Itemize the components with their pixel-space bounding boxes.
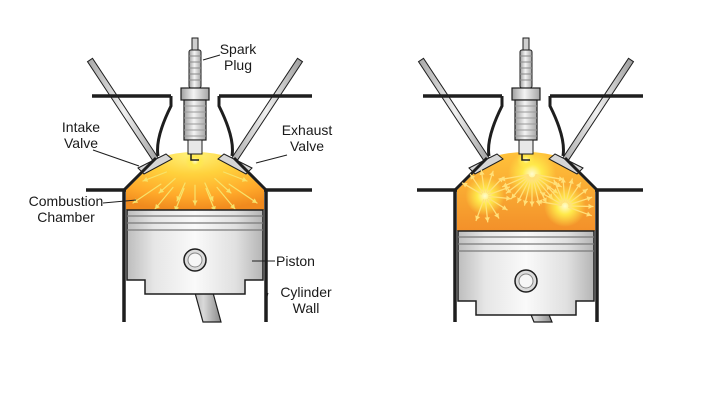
leader-line: [92, 149, 140, 167]
flame-arrow: [216, 186, 236, 210]
spark-plug-hex: [180, 87, 210, 101]
flame-arrow: [501, 174, 529, 188]
flame-arrow: [523, 177, 532, 206]
flame-arrow: [479, 169, 486, 193]
ignition-flame-arrows: [132, 151, 258, 212]
engine-left-ignition: [86, 37, 312, 323]
flame-arrow: [485, 170, 495, 193]
spark-glow: [185, 151, 205, 171]
label-intake-valve: Intake Valve: [61, 119, 101, 151]
chamber-wall-left: [122, 156, 158, 192]
flame-arrow: [539, 191, 563, 205]
flame-arrow: [176, 182, 186, 202]
label-cylinder-wall: Cylinder Wall: [280, 284, 332, 316]
flame-arrow: [469, 173, 484, 194]
spark-plug: [180, 37, 210, 161]
flame-arrow: [566, 182, 582, 204]
flame-arrow: [158, 178, 176, 194]
flame-arrow: [568, 206, 592, 217]
label-combustion-chamber: Combustion Chamber: [28, 193, 104, 225]
flame-arrow: [529, 177, 535, 207]
bottom-mask: [0, 324, 717, 400]
leader-line: [265, 292, 269, 301]
flame-arrow: [461, 182, 483, 195]
flame-arrow: [505, 175, 530, 194]
flame-arrow: [154, 186, 174, 210]
wrist-pin-inner: [187, 252, 203, 268]
flame-arrow: [484, 199, 490, 223]
intake-valve: [417, 57, 493, 166]
flame-arrow: [228, 183, 258, 204]
flame-arrow: [553, 179, 565, 203]
flame-arrow: [568, 203, 594, 210]
spark-plug-electrode: [190, 154, 199, 161]
flame-arrow: [486, 198, 500, 219]
flame-arrow: [142, 171, 167, 182]
combustion-flame-arrows: [461, 150, 594, 227]
spark-plug-hex: [511, 87, 541, 101]
head-roof-left: [156, 96, 173, 157]
wrist-pin-inner: [518, 273, 534, 289]
chamber-wall-right: [232, 156, 268, 192]
label-piston: Piston: [276, 253, 315, 269]
flame-arrow: [223, 171, 248, 182]
chamber-wall-left: [453, 156, 489, 192]
flame-arrow: [214, 178, 232, 194]
combustion-chamber-fill: [126, 152, 264, 210]
chamber-wall-right: [563, 156, 599, 192]
leader-line: [202, 54, 221, 61]
flame-arrow: [535, 174, 565, 182]
leader-line: [102, 199, 137, 204]
flame-arrow: [132, 183, 162, 204]
exhaust-valve: [559, 57, 635, 166]
spark-plug-tip: [187, 139, 203, 155]
label-exhaust-valve: Exhaust Valve: [281, 122, 333, 154]
flame-arrow: [536, 199, 562, 206]
flame-arrow: [560, 177, 566, 203]
head-roof-left: [487, 96, 504, 157]
flame-arrow: [488, 186, 511, 196]
intake-valve-stem: [417, 57, 493, 166]
exhaust-valve-stem: [559, 57, 635, 166]
head-roof-right: [217, 96, 234, 157]
flame-arrow: [567, 188, 589, 205]
flame-arrow: [204, 182, 214, 202]
flame-arrow: [488, 195, 512, 201]
piston: [126, 209, 264, 295]
flame-arrow: [510, 176, 531, 200]
flame-arrow: [475, 199, 485, 222]
flame-arrow: [487, 197, 508, 211]
piston: [457, 230, 595, 316]
flame-arrow: [545, 184, 563, 204]
flame-arrow: [192, 184, 198, 206]
spark-plug: [511, 37, 541, 161]
flame-burst-glow: [544, 185, 586, 227]
head-roof-right: [548, 96, 565, 157]
label-spark-plug: Spark Plug: [219, 41, 257, 73]
spark-plug-tip: [518, 139, 534, 155]
flame-arrow: [568, 196, 593, 206]
flame-arrow: [565, 178, 574, 203]
flame-arrow: [516, 176, 531, 204]
label-leader-lines: [92, 54, 288, 301]
leader-line: [255, 154, 288, 164]
engine-right-combustion: [417, 37, 643, 323]
flame-arrow: [499, 174, 529, 182]
spark-plug-electrode: [521, 154, 530, 161]
